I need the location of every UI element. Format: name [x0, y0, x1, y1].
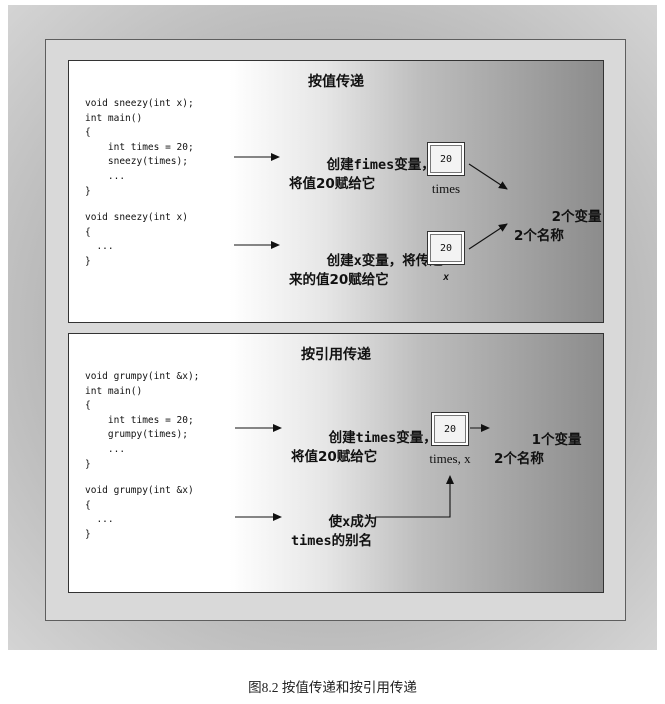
- note-text: 将值20赋给它: [291, 449, 378, 465]
- note-var: times: [355, 430, 397, 446]
- sneezy-function-code: void sneezy(int x) { ... }: [85, 212, 188, 267]
- note-var: x: [353, 253, 362, 269]
- create-times-note: 创建fimes变量， 将值20赋给它: [289, 137, 435, 213]
- inner-frame: 按值传递 void sneezy(int x); int main() { in…: [45, 39, 626, 621]
- note-var: fimes: [353, 157, 395, 173]
- summary-text: 2个名称: [514, 228, 564, 244]
- pass-by-reference-panel: 按引用传递 void grumpy(int &x); int main() { …: [68, 333, 604, 593]
- outer-frame: 按值传递 void sneezy(int x); int main() { in…: [8, 5, 657, 650]
- summary-text: 1个变量: [531, 432, 582, 448]
- times-variable-box: 20: [427, 142, 465, 176]
- note-text: 使: [328, 514, 343, 530]
- x-box-label: x: [443, 272, 449, 283]
- arrow-x-summary: [468, 223, 508, 250]
- summary-text: 2个名称: [494, 451, 544, 467]
- create-times-note: 创建times变量， 将值20赋给它: [291, 410, 437, 486]
- shared-box-label: times, x: [429, 451, 471, 466]
- note-text: 的别名: [331, 533, 373, 549]
- note-text: 成为: [350, 514, 378, 530]
- note-text: 创建: [326, 253, 354, 269]
- shared-variable-box: 20: [431, 412, 469, 446]
- note-text: 变量，: [396, 430, 437, 446]
- figure-caption: 图8.2 按值传递和按引用传递: [248, 680, 417, 695]
- alias-note: 使x成为 times的别名: [291, 494, 377, 570]
- sneezy-main-code: void sneezy(int x); int main() { int tim…: [85, 98, 194, 197]
- pass-by-value-title: 按值传递: [308, 74, 364, 90]
- grumpy-main-code: void grumpy(int &x); int main() { int ti…: [85, 371, 200, 470]
- two-vars-two-names-summary: 2个变量 2个名称: [514, 189, 602, 265]
- note-text: 变量，: [394, 157, 435, 173]
- note-text: 创建: [326, 157, 354, 173]
- note-var: x: [342, 514, 351, 530]
- x-variable-box: 20: [427, 231, 465, 265]
- one-var-two-names-summary: 1个变量 2个名称: [494, 412, 582, 488]
- note-text: 创建: [328, 430, 356, 446]
- summary-text: 2个变量: [551, 209, 602, 225]
- times-box-label: times: [431, 181, 461, 196]
- grumpy-function-code: void grumpy(int &x) { ... }: [85, 485, 194, 540]
- pass-by-value-panel: 按值传递 void sneezy(int x); int main() { in…: [68, 60, 604, 323]
- pass-by-reference-title: 按引用传递: [301, 347, 371, 363]
- create-x-note: 创建x变量，将传递来的值20赋给它: [289, 233, 443, 309]
- note-text: 将值20赋给它: [289, 176, 376, 192]
- note-text: 变量，将传递: [361, 253, 443, 269]
- note-var: times: [291, 533, 332, 549]
- note-text: 来的值20赋给它: [289, 272, 389, 288]
